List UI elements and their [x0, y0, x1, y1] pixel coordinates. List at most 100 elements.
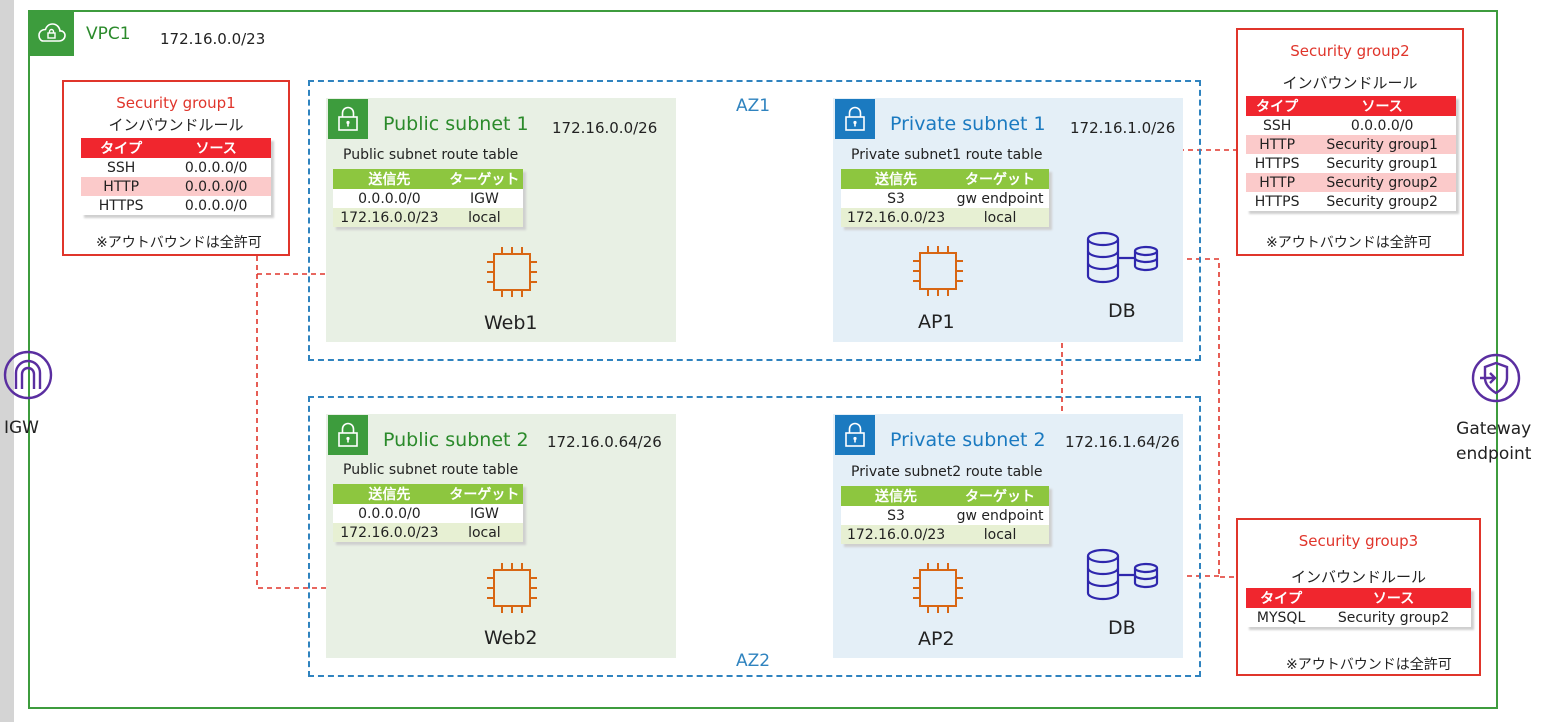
- database-icon: [1086, 231, 1159, 284]
- sg-cell: HTTPS: [1246, 154, 1309, 173]
- sg-cell: HTTP: [81, 177, 162, 196]
- sg-header-type: タイプ: [1246, 588, 1317, 608]
- sg-cell: SSH: [81, 158, 162, 177]
- sg-header-source: ソース: [1316, 588, 1471, 608]
- rt-header-target: ターゲット: [445, 169, 523, 189]
- sg-cell: Security group2: [1308, 173, 1456, 192]
- rt-header-target: ターゲット: [951, 169, 1049, 189]
- sg-cell: 0.0.0.0/0: [1308, 116, 1456, 135]
- subnet-cidr: 172.16.0.64/26: [547, 433, 662, 451]
- sg-cell: HTTPS: [1246, 192, 1309, 211]
- rt-cell: 172.16.0.0/23: [333, 523, 446, 542]
- ec2-instance-icon: [913, 246, 963, 296]
- sg-cell: 0.0.0.0/0: [161, 196, 271, 215]
- sg-title: Security group3: [1298, 532, 1419, 550]
- db-label: DB: [1108, 617, 1136, 639]
- rt-header-dest: 送信先: [841, 169, 952, 189]
- subnet-cidr: 172.16.1.0/26: [1070, 119, 1176, 137]
- database-icon: [1086, 548, 1159, 601]
- az1-boundary: [308, 80, 1201, 361]
- instance-label: AP1: [918, 311, 955, 333]
- rt-cell: local: [951, 525, 1049, 544]
- az2-label: AZ2: [736, 651, 771, 671]
- subnet-name: Private subnet 1: [890, 113, 1046, 135]
- sg-header-source: ソース: [1308, 96, 1456, 116]
- connector-sg3: [1160, 258, 1238, 578]
- subnet-cidr: 172.16.1.64/26: [1065, 433, 1180, 451]
- sg-header-source: ソース: [161, 138, 271, 158]
- subnet-name: Public subnet 1: [383, 113, 529, 135]
- rt-cell: S3: [841, 506, 952, 525]
- rt-cell: 172.16.0.0/23: [333, 208, 446, 227]
- rt-cell: IGW: [445, 189, 523, 208]
- route-table-title: Private subnet1 route table: [851, 147, 1043, 163]
- sg-cell: HTTP: [1246, 135, 1309, 154]
- vpc-badge: [28, 10, 74, 56]
- sg-cell: Security group2: [1316, 608, 1471, 627]
- rt-header-target: ターゲット: [951, 486, 1049, 506]
- sg-title: Security group2: [1290, 42, 1410, 60]
- rt-cell: local: [951, 208, 1049, 227]
- ec2-instance-icon: [487, 563, 537, 613]
- rt-cell: IGW: [445, 504, 523, 523]
- sg-subtitle: インバウンドルール: [1290, 568, 1426, 586]
- sg-cell: 0.0.0.0/0: [161, 177, 271, 196]
- sg-header-type: タイプ: [81, 138, 162, 158]
- vpc-boundary: [28, 10, 1498, 709]
- sg-cell: Security group1: [1308, 154, 1456, 173]
- gateway-endpoint-label-line1: Gateway: [1456, 419, 1532, 439]
- rt-cell: gw endpoint: [951, 189, 1049, 208]
- sg-title: Security group1: [116, 94, 236, 112]
- instance-label: Web2: [484, 627, 538, 649]
- sg-note: ※アウトバウンドは全許可: [1266, 235, 1432, 251]
- sg-note: ※アウトバウンドは全許可: [96, 235, 262, 251]
- sg-subtitle: インバウンドルール: [108, 116, 244, 134]
- cloud-lock-icon: [38, 23, 66, 42]
- az1-label: AZ1: [736, 96, 771, 116]
- gateway-endpoint-icon: [1471, 353, 1521, 403]
- lock-icon: [328, 415, 368, 455]
- sg-cell: MYSQL: [1246, 608, 1317, 627]
- sg-subtitle: インバウンドルール: [1282, 74, 1418, 92]
- sg-cell: Security group2: [1308, 192, 1456, 211]
- rt-header-dest: 送信先: [333, 169, 446, 189]
- igw-label: IGW: [4, 418, 39, 438]
- rt-cell: 0.0.0.0/0: [333, 189, 446, 208]
- sg-cell: 0.0.0.0/0: [161, 158, 271, 177]
- sg-note: ※アウトバウンドは全許可: [1286, 657, 1452, 673]
- connector-sg1-web: [256, 256, 484, 589]
- rt-cell: local: [445, 208, 523, 227]
- instance-label: AP2: [918, 628, 955, 650]
- gateway-endpoint-label-line2: endpoint: [1456, 444, 1532, 464]
- lock-icon: [835, 99, 875, 139]
- route-table-title: Public subnet route table: [343, 462, 519, 478]
- subnet-name: Public subnet 2: [383, 429, 529, 451]
- rt-cell: S3: [841, 189, 952, 208]
- sg-cell: Security group1: [1308, 135, 1456, 154]
- vpc-name: VPC1: [86, 24, 131, 44]
- sg-cell: HTTPS: [81, 196, 162, 215]
- sg-cell: SSH: [1246, 116, 1309, 135]
- rt-cell: local: [445, 523, 523, 542]
- instance-label: Web1: [484, 312, 538, 334]
- internet-gateway-icon: [3, 350, 53, 400]
